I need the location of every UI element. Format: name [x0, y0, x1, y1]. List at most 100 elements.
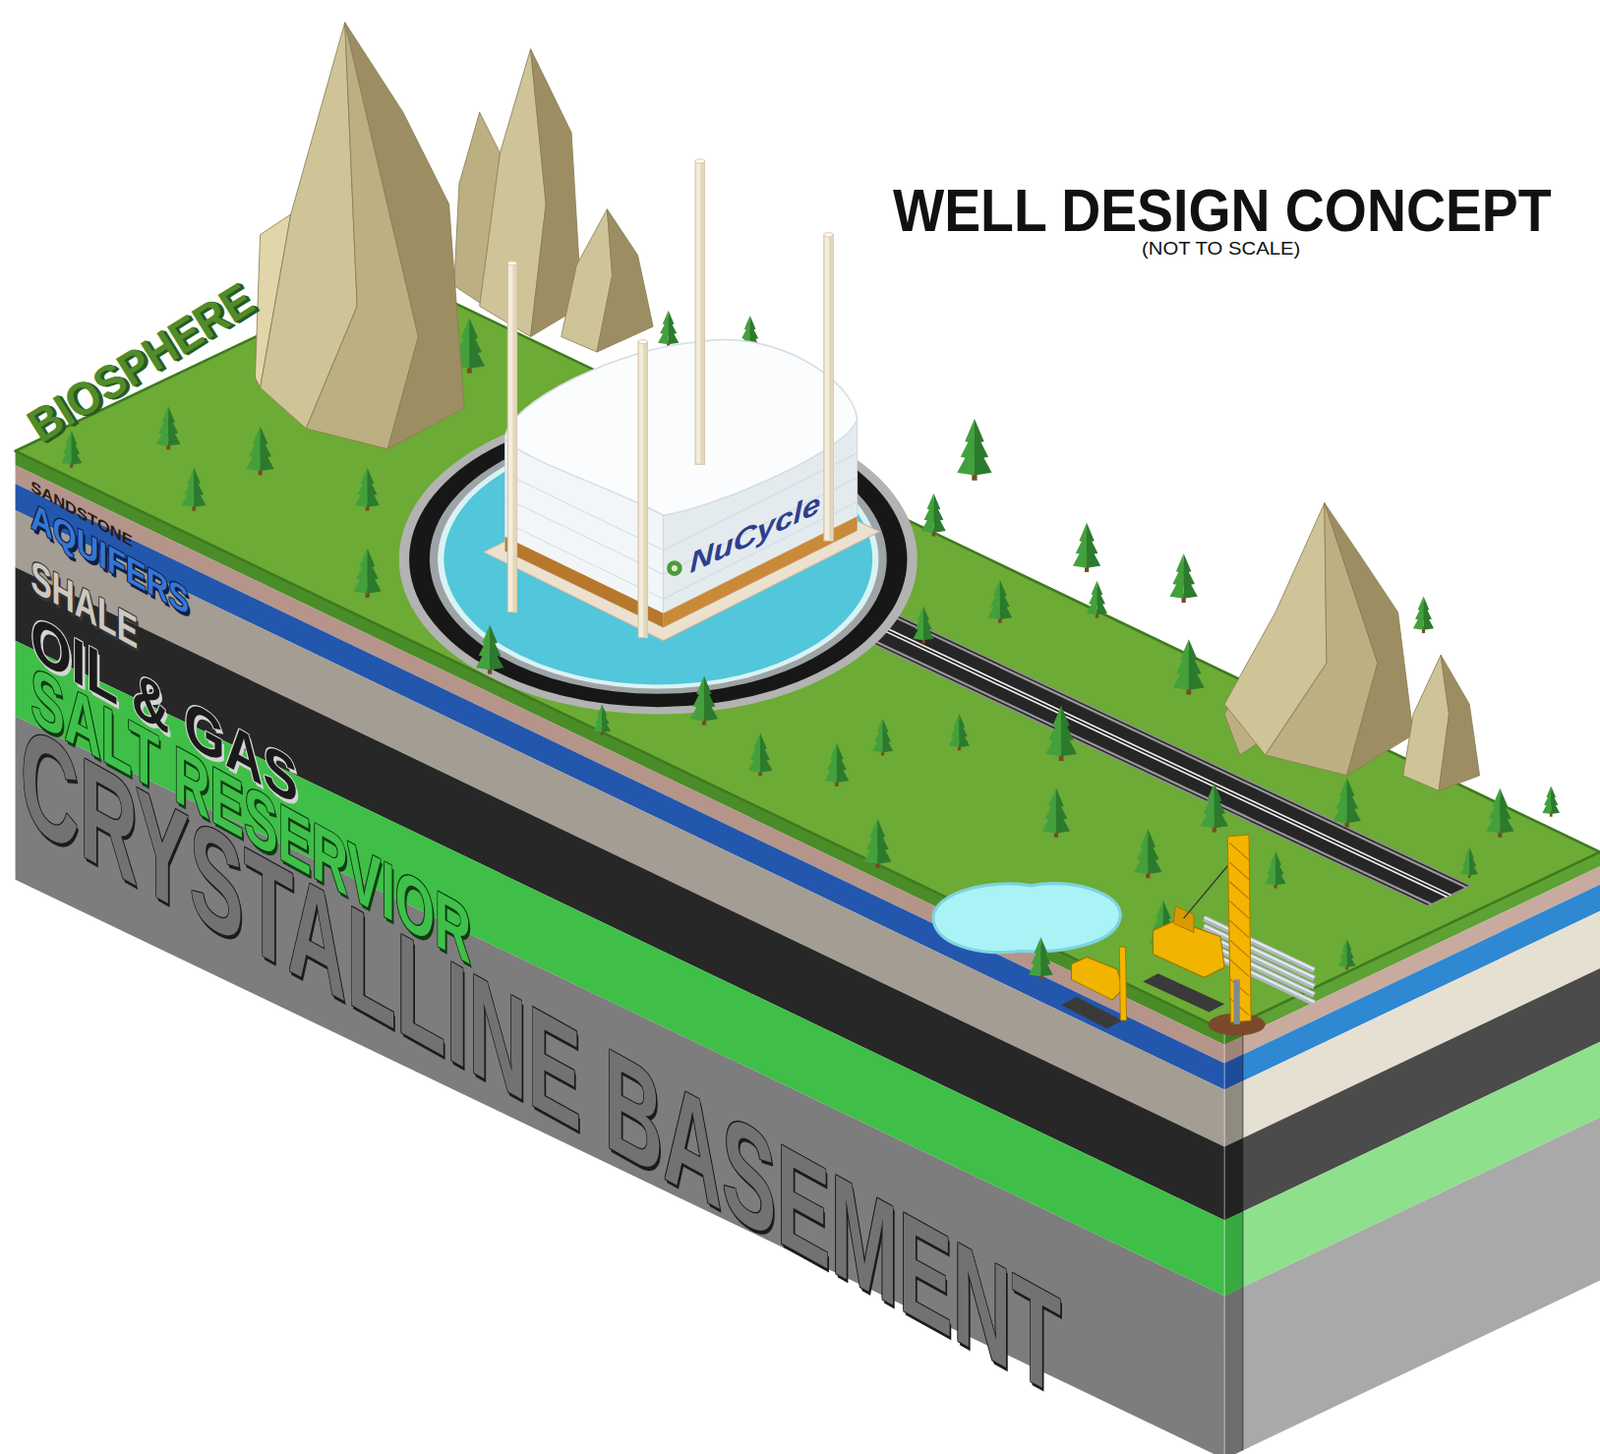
- tree-crown: [1269, 851, 1276, 867]
- tree-crown: [360, 468, 368, 486]
- mast-brace: [1229, 842, 1249, 861]
- corner-edge: [1224, 1030, 1226, 1454]
- tree-crown: [1499, 788, 1508, 809]
- scene-item: [948, 713, 970, 752]
- title: WELL DESIGN CONCEPT: [892, 180, 1552, 240]
- scene-item: [748, 733, 773, 777]
- tree-crown: [964, 418, 975, 445]
- tree-crown: [193, 468, 201, 486]
- building-roof: [505, 340, 858, 517]
- tree-crown: [662, 310, 669, 326]
- tree-crown: [877, 819, 886, 839]
- tree-crown: [974, 418, 985, 445]
- mast-brace: [1229, 882, 1249, 900]
- tree: [1086, 581, 1108, 619]
- tree-crown: [1347, 939, 1353, 952]
- tree: [1028, 937, 1054, 981]
- tree: [825, 743, 850, 787]
- tree-crown: [260, 425, 269, 446]
- rock-facet: [1438, 654, 1481, 791]
- tree-crown: [481, 625, 490, 646]
- tree-crown: [596, 704, 602, 717]
- tree: [355, 468, 380, 512]
- drilling-site: [1061, 834, 1314, 1036]
- tree: [592, 704, 611, 735]
- tree: [1042, 788, 1070, 838]
- scene-item: [399, 159, 918, 715]
- tree-crown: [704, 676, 712, 697]
- tree: [1072, 523, 1101, 573]
- ground-block: [15, 272, 1600, 1454]
- scene-item: [355, 468, 380, 512]
- scene-item: [1541, 785, 1560, 817]
- tree-crown: [168, 406, 176, 424]
- tree-crown: [750, 315, 757, 331]
- tree-crown: [1464, 847, 1470, 861]
- rock-peak: [454, 49, 583, 338]
- tree-crown: [1214, 782, 1223, 803]
- stratum-band: [1224, 1117, 1600, 1454]
- scene-item: [1264, 851, 1286, 889]
- tree-crown: [1078, 523, 1087, 543]
- tree: [948, 713, 970, 752]
- tree: [1413, 595, 1434, 634]
- exhaust-stack: [638, 340, 648, 639]
- tree-crown: [1061, 706, 1070, 729]
- rock-peak: [561, 209, 653, 353]
- logo-icon: [666, 560, 683, 577]
- tree-crown: [161, 406, 169, 424]
- scene-item: [825, 743, 850, 787]
- tree: [1045, 706, 1077, 762]
- scene-item: [872, 718, 893, 757]
- caption: (NOT TO SCALE): [1141, 240, 1301, 259]
- tree-crown: [1550, 785, 1556, 799]
- scene-item: [592, 704, 611, 735]
- stack-cap: [824, 233, 833, 238]
- tree: [1541, 785, 1560, 817]
- tree-crown: [1056, 788, 1065, 809]
- facility: [399, 159, 918, 715]
- mast-brace: [1229, 959, 1249, 978]
- well-edge: [1242, 1021, 1245, 1451]
- loader-mast: [1119, 947, 1126, 1021]
- scene-item: [1403, 654, 1481, 791]
- stack-body: [695, 161, 705, 465]
- scene-item: [156, 406, 181, 450]
- scene-item: [1061, 834, 1314, 1036]
- tree-crown: [1206, 782, 1215, 803]
- logo-leaf: [666, 560, 683, 577]
- tree-crown: [1184, 553, 1192, 574]
- scene-item: [1045, 706, 1077, 762]
- tree: [1170, 553, 1198, 603]
- tree: [475, 625, 504, 675]
- scene-item: [1460, 847, 1479, 879]
- scene-item: [1086, 581, 1108, 619]
- scene-item: [921, 493, 947, 537]
- tree-crown: [601, 704, 607, 717]
- stack-cap: [695, 159, 705, 164]
- tree-crown: [252, 425, 261, 446]
- scene-item: [657, 310, 679, 349]
- rock-peak: [1224, 503, 1414, 776]
- tree-crown: [71, 430, 78, 446]
- tree-crown: [953, 713, 960, 729]
- well-bore: [1224, 1138, 1244, 1222]
- scene-item: [956, 418, 992, 481]
- tree-crown: [1048, 788, 1057, 809]
- tree-crown: [870, 819, 879, 839]
- logo-dot: [671, 565, 678, 572]
- scene-item: [1028, 937, 1054, 981]
- tree-crown: [1091, 581, 1098, 596]
- tree-crown: [1034, 937, 1042, 955]
- scene-item: [863, 819, 891, 869]
- scene-item: [254, 22, 465, 450]
- tree: [872, 718, 893, 757]
- rock-facet: [596, 209, 653, 353]
- mast-brace: [1229, 900, 1249, 919]
- tree: [1460, 847, 1479, 879]
- tree-crown: [1086, 523, 1095, 543]
- scene-item: [988, 580, 1013, 624]
- scene-item: [181, 468, 207, 512]
- tree-crown: [1347, 777, 1356, 798]
